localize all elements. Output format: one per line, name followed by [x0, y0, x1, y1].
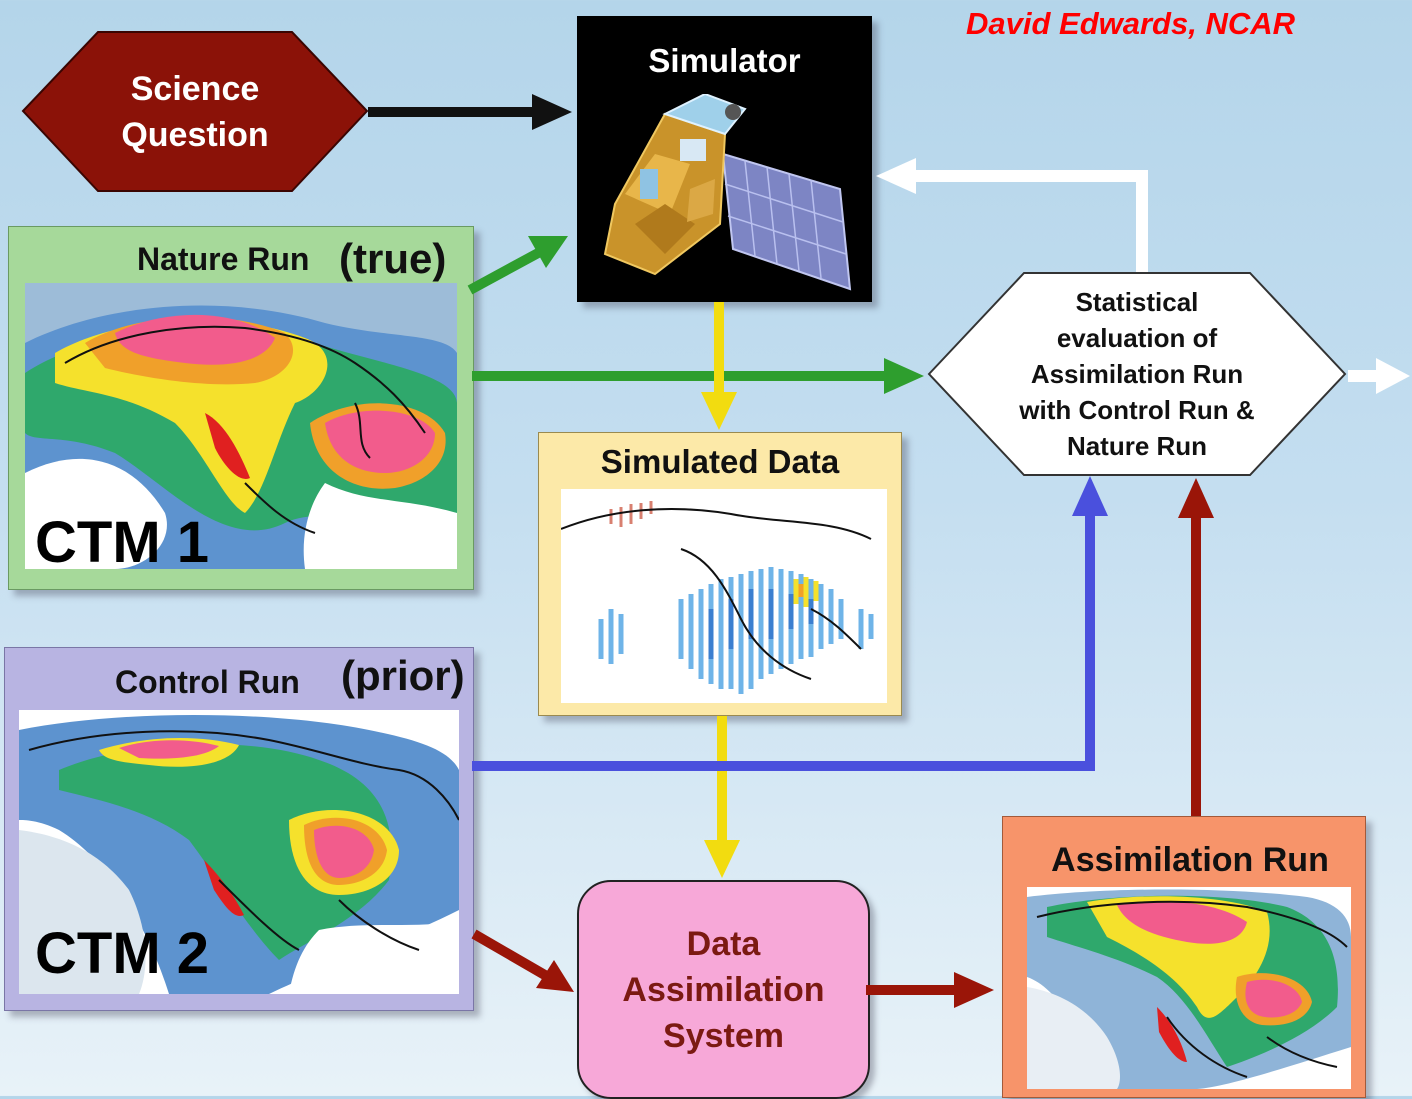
arrow-nature-to-simulator	[467, 236, 568, 295]
statistical-evaluation-node: Statistical evaluation of Assimilation R…	[926, 270, 1348, 478]
simulated-data-panel: Simulated Data	[538, 432, 902, 716]
arrow-das-to-assimilation-run	[866, 972, 994, 1008]
statistical-evaluation-line2: evaluation of	[1056, 323, 1218, 353]
das-line3: System	[663, 1016, 784, 1055]
control-run-model-label: CTM 2	[35, 921, 209, 986]
control-run-panel: Control Run (prior) CTM 2	[4, 647, 474, 1011]
arrow-control-to-evaluation	[472, 476, 1108, 771]
satellite-image	[603, 94, 852, 291]
science-question-node: Science Question	[20, 30, 370, 193]
nature-run-panel: Nature Run (true) CTM 1	[8, 226, 474, 590]
control-run-title: Control Run	[115, 664, 300, 700]
assimilation-run-panel: Assimilation Run	[1002, 816, 1366, 1098]
assimilation-run-map	[1027, 887, 1351, 1089]
arrow-evaluation-to-simulator	[876, 158, 1148, 272]
assimilation-run-title: Assimilation Run	[1051, 841, 1329, 879]
statistical-evaluation-line3: Assimilation Run	[1030, 359, 1244, 389]
statistical-evaluation-line1: Statistical	[1075, 287, 1199, 317]
nature-run-title: Nature Run	[137, 241, 310, 277]
arrow-assimilation-to-evaluation	[1178, 478, 1214, 816]
simulated-data-title: Simulated Data	[600, 443, 840, 480]
arrow-evaluation-output	[1348, 358, 1410, 394]
simulated-data-map	[561, 489, 887, 703]
science-question-line2: Question	[121, 115, 269, 154]
simulator-title: Simulator	[648, 42, 801, 79]
das-line2: Assimilation	[622, 970, 825, 1009]
data-assimilation-system-node: Data Assimilation System	[577, 880, 870, 1099]
science-question-line1: Science	[130, 69, 260, 108]
nature-run-map	[25, 283, 457, 569]
statistical-evaluation-shape	[927, 272, 1347, 476]
nature-run-qualifier: (true)	[339, 235, 447, 282]
science-question-shape	[21, 31, 369, 192]
arrow-simulated-data-to-das	[704, 716, 740, 878]
author-credit: David Edwards, NCAR	[966, 6, 1296, 41]
statistical-evaluation-line4: with Control Run &	[1019, 395, 1255, 425]
simulator-panel: Simulator	[577, 16, 872, 302]
statistical-evaluation-line5: Nature Run	[1066, 431, 1208, 461]
arrow-control-to-das	[471, 929, 574, 992]
control-run-map	[19, 710, 459, 994]
arrow-nature-to-evaluation	[472, 358, 924, 394]
arrow-simulator-to-simulated-data	[701, 302, 737, 430]
nature-run-model-label: CTM 1	[35, 510, 209, 575]
arrow-science-to-simulator	[368, 94, 572, 130]
das-line1: Data	[686, 924, 761, 963]
control-run-qualifier: (prior)	[341, 652, 465, 699]
